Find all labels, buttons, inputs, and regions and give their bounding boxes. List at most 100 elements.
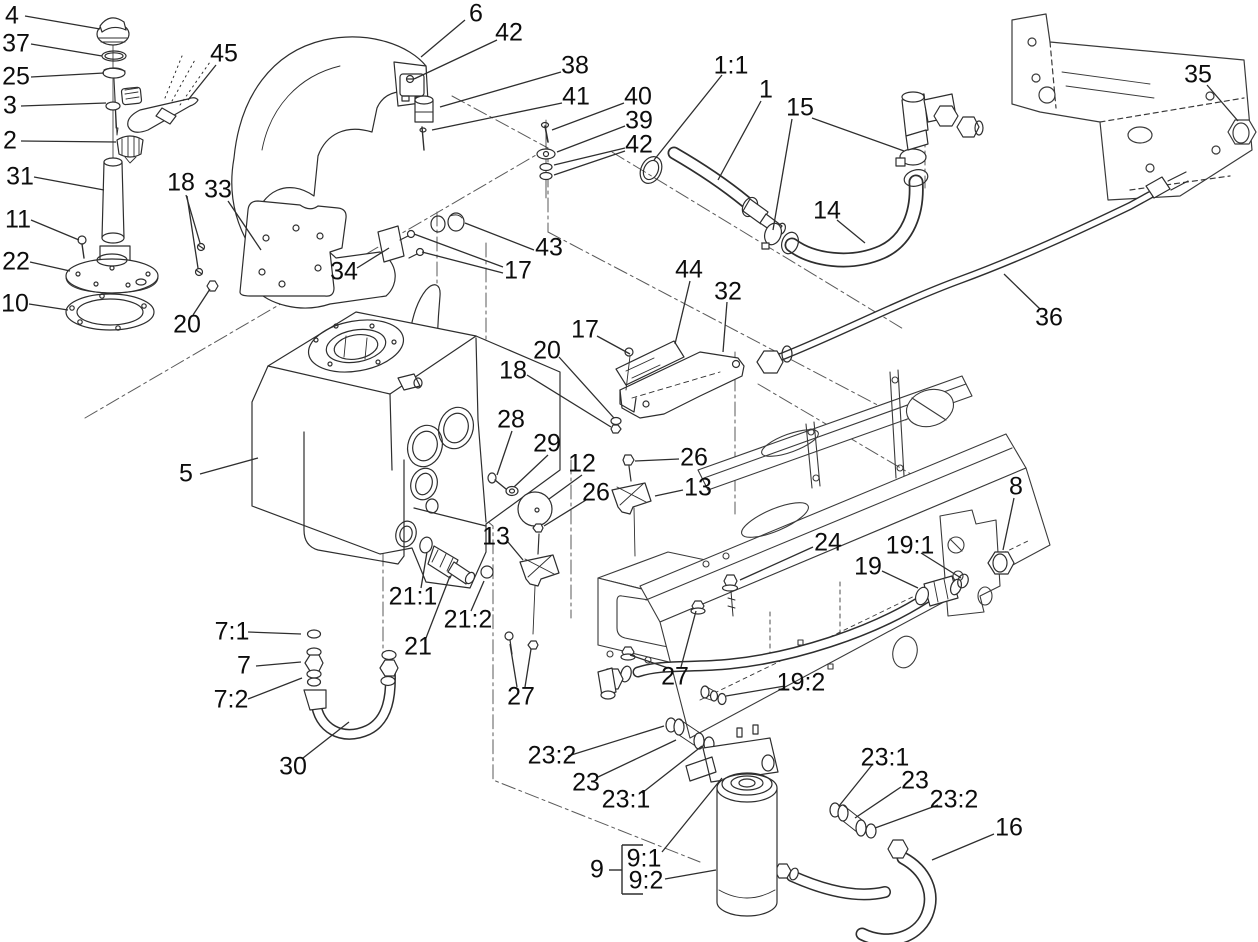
- leader-line: [549, 475, 582, 499]
- leader-line: [228, 201, 261, 250]
- leader-line: [723, 302, 727, 352]
- leader-line: [34, 177, 104, 190]
- leader-line: [557, 126, 625, 152]
- callout-c28: 28: [497, 405, 525, 434]
- callout-c13a: 13: [684, 473, 712, 502]
- callout-c44: 44: [675, 255, 703, 284]
- callout-c10: 10: [1, 289, 29, 318]
- callout-c19: 19: [854, 552, 882, 581]
- breather-and-hardware: [415, 96, 555, 198]
- leader-line: [31, 220, 79, 240]
- callout-c8: 8: [1009, 472, 1023, 501]
- callout-c45: 45: [210, 39, 238, 68]
- clamp-assemblies: [488, 455, 651, 634]
- callout-c12: 12: [568, 449, 596, 478]
- callout-c29: 29: [533, 429, 561, 458]
- leader-line: [527, 375, 611, 427]
- leader-line: [25, 16, 100, 29]
- leader-line: [554, 151, 625, 175]
- leader-line: [193, 289, 210, 315]
- callout-c9: 9: [590, 855, 604, 884]
- leader-line: [655, 490, 683, 496]
- leader-line: [440, 72, 561, 107]
- callout-c25: 25: [2, 62, 30, 91]
- leader-line: [839, 765, 872, 806]
- hose-19-assembly: [598, 552, 1014, 705]
- leader-line: [1004, 274, 1040, 309]
- filter-9-assembly: [666, 718, 972, 942]
- leader-line: [1207, 85, 1238, 121]
- leader-line: [544, 500, 586, 526]
- leader-line: [357, 248, 389, 268]
- leader-line: [726, 686, 785, 696]
- leader-line: [932, 834, 994, 860]
- leader-line: [248, 632, 301, 634]
- callout-c23_1b: 23:1: [860, 743, 910, 772]
- bracket-top-right: [1012, 14, 1256, 200]
- callout-c43: 43: [535, 233, 563, 262]
- callout-c18b: 18: [499, 356, 527, 385]
- callout-c31: 31: [6, 162, 34, 191]
- leader-line: [248, 678, 302, 699]
- callout-c23a: 23: [572, 768, 600, 797]
- callout-c33: 33: [204, 175, 232, 204]
- leader-line: [514, 455, 548, 487]
- callout-c20b: 20: [533, 336, 561, 365]
- leader-line: [256, 662, 301, 666]
- callout-c14: 14: [813, 196, 841, 225]
- leader-line: [635, 459, 679, 461]
- leader-line: [654, 75, 722, 160]
- leader-line: [188, 65, 216, 100]
- callout-c42a: 42: [495, 18, 523, 47]
- latch-strap-45: [128, 56, 210, 132]
- leader-line: [718, 101, 761, 180]
- leader-line: [29, 304, 68, 310]
- callout-c23b: 23: [901, 766, 929, 795]
- leader-line: [21, 103, 106, 106]
- callout-c3: 3: [3, 91, 17, 120]
- callout-c15: 15: [786, 93, 814, 122]
- callout-c20a: 20: [173, 310, 201, 339]
- callout-c42b: 42: [625, 130, 653, 159]
- leader-line: [855, 787, 901, 818]
- leader-line: [675, 281, 690, 344]
- leader-line: [597, 336, 630, 354]
- fitting-21-group: [418, 536, 493, 585]
- leader-line: [740, 547, 813, 580]
- callout-c40: 40: [624, 82, 652, 111]
- callout-c21_2: 21:2: [443, 605, 493, 634]
- leader-line: [31, 44, 102, 56]
- leader-line: [875, 805, 938, 828]
- callout-c22: 22: [2, 247, 30, 276]
- callout-c7: 7: [237, 651, 251, 680]
- callout-c26b: 26: [582, 478, 610, 507]
- callout-c6: 6: [469, 0, 483, 28]
- bracket-34: [378, 213, 464, 262]
- callout-c16: 16: [995, 813, 1023, 842]
- leader-line: [465, 223, 534, 250]
- leader-line: [921, 553, 961, 578]
- hose-1-assembly: [636, 153, 787, 236]
- leader-line: [508, 542, 523, 560]
- filler-cap-stack: [66, 18, 158, 330]
- leader-line: [31, 73, 104, 77]
- leader-line: [525, 649, 531, 687]
- callout-c24: 24: [814, 528, 842, 557]
- callout-c23_1a: 23:1: [601, 785, 651, 814]
- leader-line: [642, 746, 702, 793]
- callout-c38: 38: [561, 51, 589, 80]
- leader-line: [414, 234, 503, 267]
- leader-line: [21, 141, 116, 142]
- leader-line: [665, 870, 716, 879]
- callout-c32: 32: [714, 277, 742, 306]
- callout-c41: 41: [562, 82, 590, 111]
- leader-line: [559, 357, 614, 418]
- tank-5: [252, 285, 560, 588]
- leader-line: [426, 576, 450, 638]
- callout-c23_2a: 23:2: [527, 741, 577, 770]
- callout-c7_2: 7:2: [213, 685, 249, 714]
- leader-line: [497, 431, 512, 475]
- callout-c21_1: 21:1: [388, 582, 438, 611]
